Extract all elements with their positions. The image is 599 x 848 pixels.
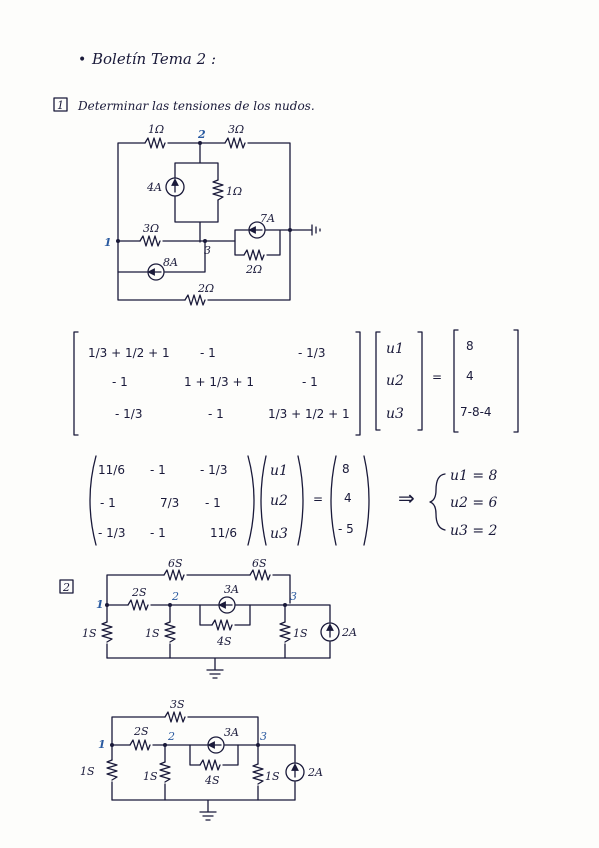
label-8a: 8A [163, 256, 178, 269]
label-r-top-left: 1Ω [148, 123, 164, 136]
label-r-mid-vertical: 1Ω [226, 185, 242, 198]
c2a-node3: 3 [290, 590, 297, 603]
problem1-number-box [53, 97, 68, 112]
label-7a: 7A [260, 212, 275, 225]
resistor-1ohm-mid [212, 179, 224, 201]
solution-u2: u2 = 6 [450, 495, 498, 511]
current-source-4a [165, 177, 185, 197]
m2-rhs-2: 4 [344, 491, 352, 505]
c2a-g-3: 1S [293, 627, 308, 640]
m2-r3c1: - 1/3 [98, 526, 125, 540]
m2-unknown-1: u1 [270, 463, 288, 479]
resistor-3ohm-mid [139, 235, 161, 247]
m1-unknown-2: u2 [386, 373, 404, 389]
resistor-2ohm-right [243, 249, 265, 261]
c2b-i-3a: 3A [224, 726, 239, 739]
solution-u3: u3 = 2 [450, 523, 498, 539]
c2a-g-2: 1S [145, 627, 160, 640]
c2a-i-2a: 2A [341, 626, 357, 639]
m2-r1c3: - 1/3 [200, 463, 227, 477]
label-r-right-lower: 2Ω [245, 263, 262, 276]
node-1-label: 1 [104, 236, 112, 249]
m2-r1c2: - 1 [150, 463, 166, 477]
m2-r3c3: 11/6 [210, 526, 237, 540]
m1-r3c2: - 1 [208, 407, 224, 421]
c2b-g-12: 2S [133, 725, 149, 738]
c2b-node3: 3 [260, 730, 267, 743]
m2-r2c3: - 1 [205, 496, 221, 510]
c2b-g-3: 1S [265, 770, 280, 783]
m1-unknown-3: u3 [386, 406, 404, 422]
m2-r1c1: 11/6 [98, 463, 125, 477]
m2-equals: = [313, 492, 323, 506]
m1-unknown-1: u1 [386, 341, 404, 357]
m1-r2c3: - 1 [302, 375, 318, 389]
problem2-number-box [59, 579, 74, 594]
label-r-bottom: 2Ω [197, 282, 214, 295]
c2a-g-top2: 6S [252, 557, 267, 570]
node-2-label: 2 [197, 128, 206, 141]
m1-r1c1: 1/3 + 1/2 + 1 [88, 346, 170, 360]
matrix-equation-1 [73, 329, 519, 436]
resistor-1ohm-top [144, 137, 166, 149]
matrix-equation-2 [89, 455, 446, 546]
m1-rhs-1: 8 [466, 339, 474, 353]
c2b-g-23: 4S [204, 774, 220, 787]
header-bullet: • [78, 52, 86, 68]
resistor-2ohm-bottom [184, 294, 206, 306]
c2a-g-top1: 6S [168, 557, 183, 570]
label-r-top-right: 3Ω [228, 123, 244, 136]
m1-equals: = [432, 370, 442, 384]
c2b-i-2a: 2A [307, 766, 323, 779]
m1-r2c1: - 1 [112, 375, 128, 389]
m1-r1c3: - 1/3 [298, 346, 325, 360]
problem2-number: 2 [62, 581, 70, 594]
implies-arrow: ⇒ [398, 486, 415, 510]
c2b-g-top: 3S [170, 698, 185, 711]
m1-r2c2: 1 + 1/3 + 1 [184, 375, 254, 389]
m2-rhs-1: 8 [342, 462, 350, 476]
m2-r3c2: - 1 [150, 526, 166, 540]
m1-rhs-3: 7-8-4 [460, 405, 492, 419]
resistor-3ohm-top [224, 137, 246, 149]
m1-rhs-2: 4 [466, 369, 474, 383]
circuit-1 [116, 137, 321, 306]
page-title: Boletín Tema 2 : [91, 50, 216, 68]
c2b-g-1: 1S [80, 765, 95, 778]
c2b-node1: 1 [98, 738, 106, 751]
c2a-g-12: 2S [131, 586, 147, 599]
m2-unknown-3: u3 [270, 526, 288, 542]
c2b-node2: 2 [167, 730, 175, 743]
label-r-mid-left: 3Ω [143, 222, 159, 235]
c2a-node2: 2 [171, 590, 179, 603]
problem1-number: 1 [57, 99, 64, 112]
c2a-i-3a: 3A [224, 583, 239, 596]
node-3-label: 3 [204, 244, 211, 257]
c2a-node1: 1 [96, 598, 104, 611]
m2-r2c1: - 1 [100, 496, 116, 510]
c2a-g-1: 1S [82, 627, 97, 640]
problem1-statement: Determinar las tensiones de los nudos. [77, 99, 315, 113]
m1-r3c1: - 1/3 [115, 407, 142, 421]
m1-r1c2: - 1 [200, 346, 216, 360]
circuit-2b [106, 711, 305, 821]
m2-r2c2: 7/3 [160, 496, 179, 510]
m1-r3c3: 1/3 + 1/2 + 1 [268, 407, 350, 421]
circuit-2a [101, 569, 340, 679]
label-4a: 4A [146, 181, 162, 194]
c2b-g-2: 1S [143, 770, 158, 783]
m2-rhs-3: - 5 [338, 522, 354, 536]
m2-unknown-2: u2 [270, 493, 288, 509]
c2a-g-23: 4S [216, 635, 232, 648]
solution-u1: u1 = 8 [450, 468, 498, 484]
